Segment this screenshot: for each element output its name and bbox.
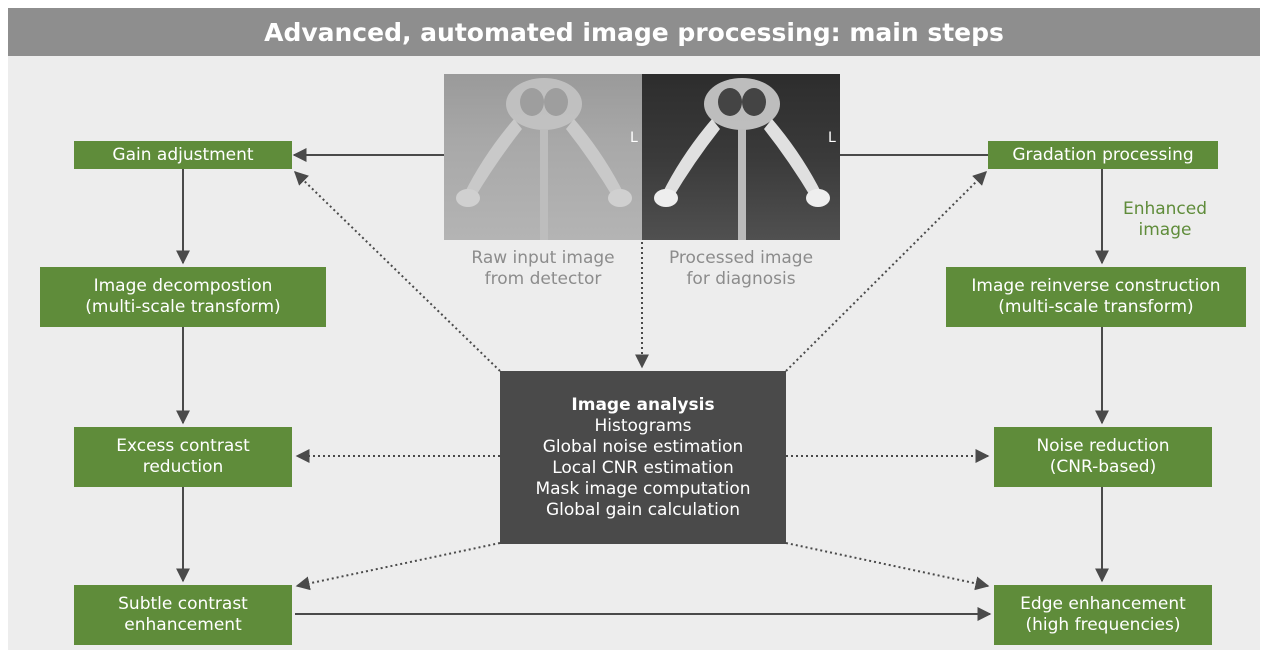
gain-adjustment-label: Gain adjustment bbox=[112, 144, 254, 165]
excess-contrast-box: Excess contrast reduction bbox=[74, 427, 292, 487]
processed-marker-l: L bbox=[828, 130, 836, 146]
raw-caption-line-1: Raw input image bbox=[471, 248, 615, 268]
raw-image-caption: Raw input image from detector bbox=[444, 248, 642, 290]
gradation-processing-label: Gradation processing bbox=[1012, 144, 1194, 165]
subtle-contrast-line-2: enhancement bbox=[124, 615, 242, 635]
processed-caption-line-1: Processed image bbox=[668, 248, 814, 268]
processed-image-caption: Processed image for diagnosis bbox=[642, 248, 840, 290]
edge-enhancement-line-1: Edge enhancement bbox=[1020, 594, 1186, 614]
image-analysis-box: Image analysis Histograms Global noise e… bbox=[500, 371, 786, 544]
analysis-item-global-gain: Global gain calculation bbox=[545, 499, 741, 520]
analysis-to-edge-dotted-arrow bbox=[785, 542, 990, 591]
enhanced-image-label: Enhanced image bbox=[1110, 199, 1220, 241]
noise-reduction-box: Noise reduction (CNR-based) bbox=[994, 427, 1212, 487]
analysis-to-subtle-dotted-arrow bbox=[295, 542, 501, 591]
processed-caption-line-2: for diagnosis bbox=[686, 269, 796, 289]
image-analysis-heading: Image analysis bbox=[571, 394, 715, 415]
analysis-item-histograms: Histograms bbox=[594, 415, 692, 436]
subtle-contrast-line-1: Subtle contrast bbox=[118, 594, 248, 614]
gradation-processing-box: Gradation processing bbox=[988, 141, 1218, 169]
diagram-title: Advanced, automated image processing: ma… bbox=[8, 8, 1260, 56]
enhanced-label-line-1: Enhanced bbox=[1122, 199, 1208, 219]
enhanced-label-line-2: image bbox=[1138, 220, 1192, 240]
noise-reduction-line-2: (CNR-based) bbox=[1049, 457, 1157, 477]
image-reinverse-line-2: (multi-scale transform) bbox=[998, 297, 1194, 317]
image-decomposition-line-2: (multi-scale transform) bbox=[85, 297, 281, 317]
image-reinverse-box: Image reinverse construction (multi-scal… bbox=[946, 267, 1246, 327]
subtle-contrast-box: Subtle contrast enhancement bbox=[74, 585, 292, 645]
raw-marker-l: L bbox=[630, 130, 638, 146]
noise-reduction-line-1: Noise reduction bbox=[1036, 436, 1170, 456]
analysis-to-gradation-dotted-arrow bbox=[785, 171, 987, 372]
raw-caption-line-2: from detector bbox=[484, 269, 602, 289]
excess-contrast-line-2: reduction bbox=[142, 457, 224, 477]
analysis-item-global-noise: Global noise estimation bbox=[542, 436, 744, 457]
image-decomposition-line-1: Image decompostion bbox=[93, 276, 273, 296]
raw-xray-image: L bbox=[444, 74, 642, 240]
image-reinverse-line-1: Image reinverse construction bbox=[971, 276, 1221, 296]
excess-contrast-line-1: Excess contrast bbox=[116, 436, 250, 456]
image-decomposition-box: Image decompostion (multi-scale transfor… bbox=[40, 267, 326, 327]
analysis-item-local-cnr: Local CNR estimation bbox=[552, 457, 734, 478]
edge-enhancement-line-2: (high frequencies) bbox=[1025, 615, 1181, 635]
analysis-item-mask-image: Mask image computation bbox=[535, 478, 751, 499]
processed-xray-image: L bbox=[642, 74, 840, 240]
edge-enhancement-box: Edge enhancement (high frequencies) bbox=[994, 585, 1212, 645]
gain-adjustment-box: Gain adjustment bbox=[74, 141, 292, 169]
